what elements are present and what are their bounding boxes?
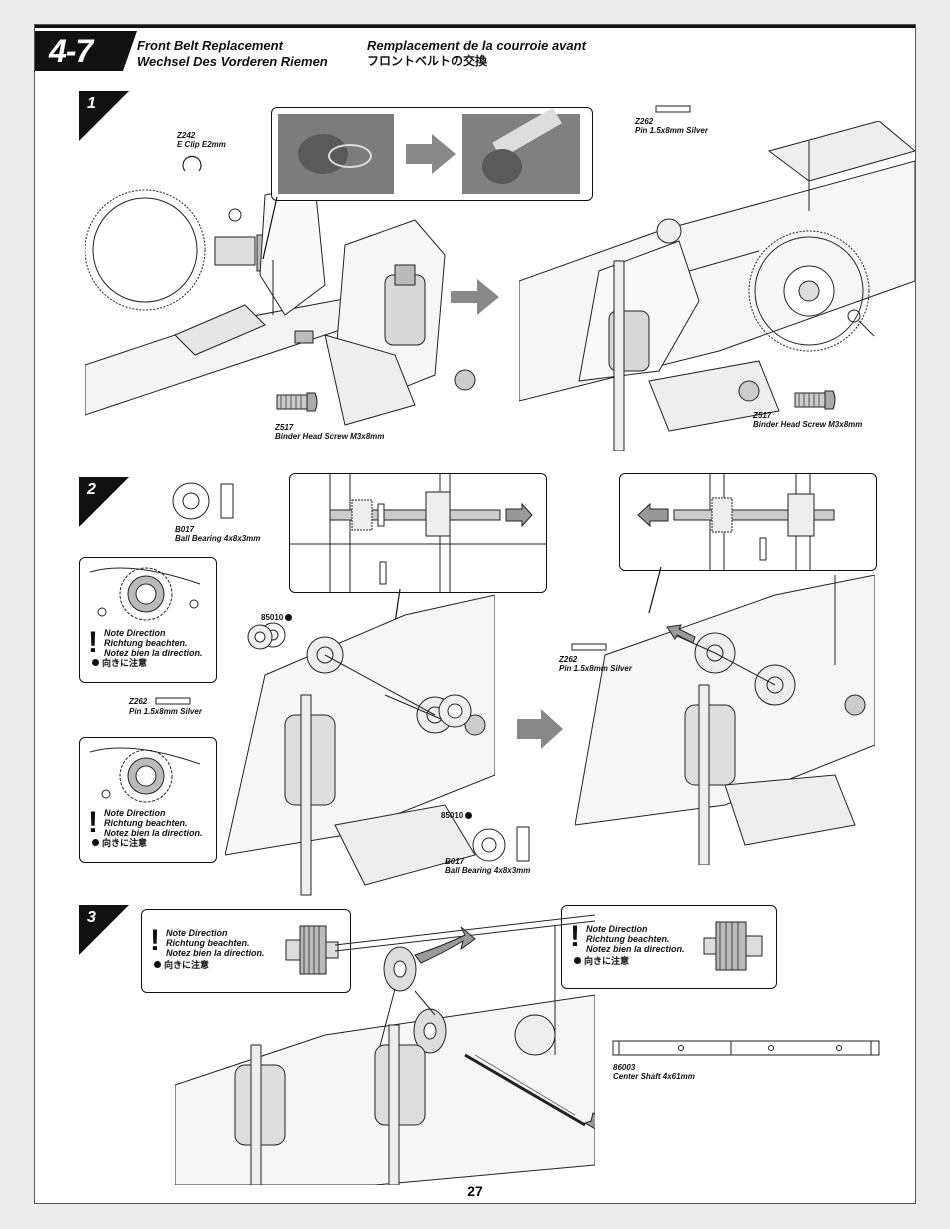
- step1-chassis-drawing-right: [519, 121, 915, 451]
- note-line-1c: Note Direction: [166, 928, 228, 938]
- exclamation-icon-4: !: [570, 920, 580, 953]
- pin-z262-icon: [655, 105, 691, 113]
- note-line-4d: 向きに注意: [574, 956, 629, 966]
- top-rule: [35, 25, 915, 28]
- b017-code-top: B017: [175, 525, 195, 534]
- note-line-2b: Richtung beachten.: [104, 818, 188, 828]
- note-line-3c: Notez bien la direction.: [166, 948, 265, 958]
- z517-code-left: Z517: [275, 423, 294, 432]
- z262-name-top: Pin 1.5x8mm Silver: [635, 126, 708, 135]
- note-direction-box-3b: ! Note Direction Richtung beachten. Note…: [561, 905, 777, 989]
- note-direction-box-3a: ! Note Direction Richtung beachten. Note…: [141, 909, 351, 993]
- note-line-4b: 向きに注意: [92, 838, 147, 848]
- page-number: 27: [467, 1183, 483, 1199]
- shaft-insertion-drawing: [637, 474, 835, 570]
- step1-arrow-icon: [451, 279, 499, 315]
- note-line-3: Notez bien la direction.: [104, 648, 203, 658]
- note-line-3d: Notez bien la direction.: [586, 944, 685, 954]
- step-number-1: 1: [87, 95, 96, 112]
- section-number: 4-7: [49, 33, 93, 69]
- title-english: Front Belt Replacement: [137, 38, 283, 53]
- z517-code-right: Z517: [753, 411, 772, 420]
- shaft-removal-drawing: [290, 474, 546, 592]
- b017-name-bottom: Ball Bearing 4x8x3mm: [445, 866, 531, 875]
- note-line-2: Richtung beachten.: [104, 638, 188, 648]
- p85010-label-top: 85010: [261, 613, 293, 622]
- z262-code-right: Z262: [559, 655, 578, 664]
- bearing-b017-icon-2: [472, 826, 530, 862]
- z262-name-mid: Pin 1.5x8mm Silver: [129, 707, 202, 716]
- bearing-85010-icon-2: [438, 694, 472, 728]
- pulley-gear-icon: [90, 567, 201, 621]
- step-badge-3: 3: [79, 905, 129, 955]
- step-number-3: 3: [87, 909, 96, 926]
- z242-code: Z242: [177, 131, 196, 140]
- step2-chassis-drawing-left: [225, 595, 495, 896]
- z262-code-top: Z262: [635, 117, 654, 126]
- step3-chassis-drawing: [175, 914, 595, 1185]
- step2-chassis-drawing-right: [575, 575, 875, 865]
- note-line-2d: Richtung beachten.: [586, 934, 670, 944]
- note-direction-box-2b: ! Note Direction Richtung beachten. Note…: [79, 737, 217, 863]
- z262-code-mid: Z262: [129, 697, 148, 706]
- callout-line: [262, 197, 278, 260]
- exclamation-icon-3: !: [150, 924, 160, 957]
- title-japanese: フロントベルトの交換: [367, 54, 488, 68]
- note-line-4: 向きに注意: [92, 658, 147, 668]
- screw-z517-icon: [276, 392, 318, 412]
- step1-chassis-drawing-left: [85, 184, 476, 426]
- callout-line-3: [648, 567, 662, 614]
- p86003-name: Center Shaft 4x61mm: [613, 1072, 695, 1081]
- arrow-right-icon: [406, 134, 456, 174]
- step1-photo-inset: [271, 107, 593, 201]
- title-german: Wechsel Des Vorderen Riemen: [137, 54, 328, 69]
- pin-z262-icon-2: [155, 697, 191, 705]
- step-badge-1: 1: [79, 91, 129, 141]
- note-line-1d: Note Direction: [586, 924, 648, 934]
- step2-shaft-inset-right: [619, 473, 877, 571]
- b017-name-top: Ball Bearing 4x8x3mm: [175, 534, 261, 543]
- exclamation-icon: !: [88, 626, 98, 659]
- z262-name-right: Pin 1.5x8mm Silver: [559, 664, 632, 673]
- b017-code-bottom: B017: [445, 857, 465, 866]
- note-line-4c: 向きに注意: [154, 960, 209, 970]
- bearing-b017-icon: [172, 482, 234, 520]
- pulley-side-icon-2: [703, 921, 763, 971]
- bearing-85010-icon: [247, 624, 273, 650]
- pin-z262-icon-3: [571, 643, 607, 651]
- note-line-1b: Note Direction: [104, 808, 166, 818]
- note-line-1: Note Direction: [104, 628, 166, 638]
- manual-page: 4-7 Front Belt Replacement Wechsel Des V…: [34, 24, 916, 1204]
- z517-name-left: Binder Head Screw M3x8mm: [275, 432, 385, 441]
- z517-name-right: Binder Head Screw M3x8mm: [753, 420, 863, 429]
- step-number-2: 2: [87, 481, 96, 498]
- p85010-label-bottom: 85010: [441, 811, 473, 820]
- note-direction-box-2a: ! Note Direction Richtung beachten. Note…: [79, 557, 217, 683]
- z242-name: E Clip E2mm: [177, 140, 226, 149]
- photo-after: [462, 108, 580, 194]
- title-french: Remplacement de la courroie avant: [367, 38, 586, 53]
- p86003-code: 86003: [613, 1063, 636, 1072]
- step2-shaft-inset-left: [289, 473, 547, 593]
- screw-z517-right-icon: [794, 390, 836, 410]
- pulley-side-icon: [285, 925, 339, 975]
- section-badge: 4-7: [35, 31, 137, 71]
- note-line-3b: Notez bien la direction.: [104, 828, 203, 838]
- photo-before: [278, 114, 394, 194]
- e-clip-icon: [182, 155, 202, 172]
- center-shaft-86003-icon: [612, 1040, 880, 1056]
- note-line-2c: Richtung beachten.: [166, 938, 250, 948]
- exclamation-icon-2: !: [88, 806, 98, 839]
- step2-arrow-icon: [517, 709, 563, 749]
- pulley-gear-icon-2: [90, 747, 201, 803]
- step-badge-2: 2: [79, 477, 129, 527]
